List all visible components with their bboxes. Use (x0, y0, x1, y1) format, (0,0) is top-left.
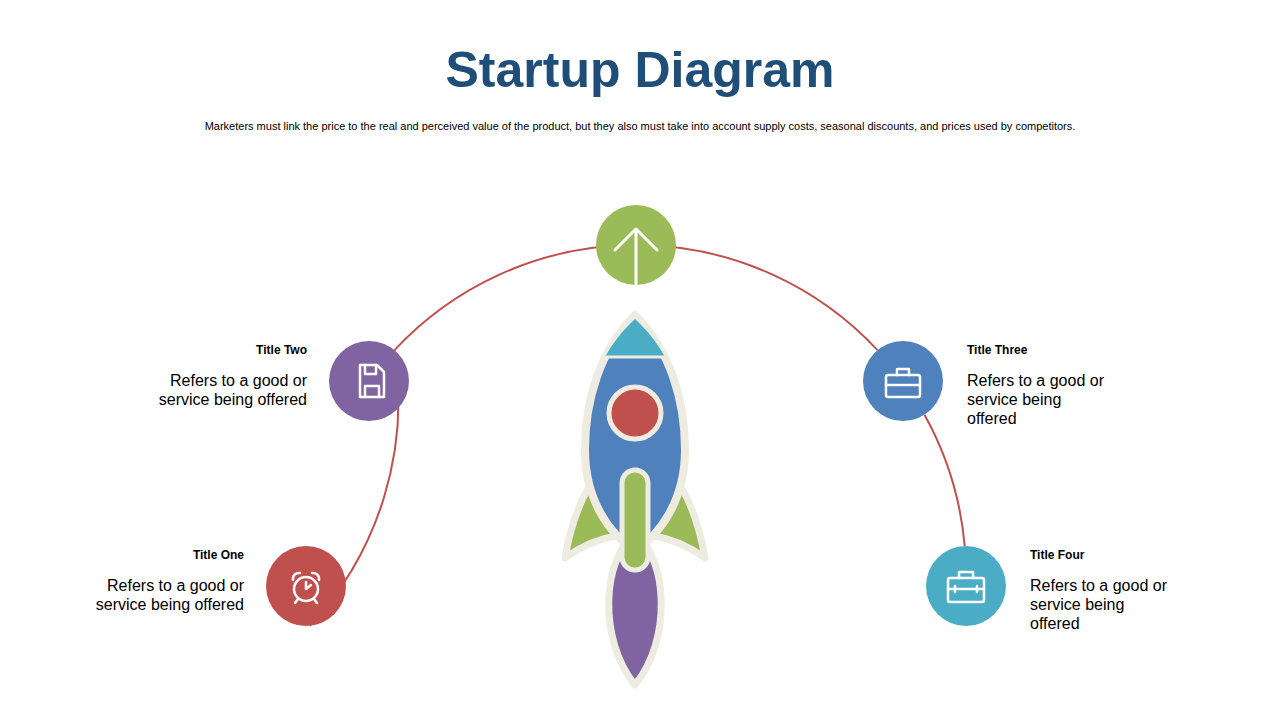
arc-connector (924, 415, 964, 546)
step-circle-shape (266, 546, 346, 626)
top-circle (596, 205, 676, 285)
rocket-nose (605, 319, 665, 357)
step-heading: Title One (193, 548, 244, 562)
step-description: Refers to a good or service being offere… (1030, 576, 1175, 633)
step-circle-shape (926, 546, 1006, 626)
step-heading: Title Two (256, 343, 307, 357)
step-circle-node: Title OneRefers to a good or service bei… (266, 546, 346, 626)
step-heading: Title Four (1030, 548, 1084, 562)
rocket-flame (609, 535, 662, 685)
step-description: Refers to a good or service being offere… (967, 371, 1112, 428)
rocket-window (609, 387, 661, 439)
step-heading: Title Three (967, 343, 1027, 357)
step-circle-fill (926, 546, 1006, 626)
rocket-body (585, 315, 685, 550)
rocket-nose-seam (604, 356, 666, 359)
step-circle-node: Title TwoRefers to a good or service bei… (329, 341, 409, 421)
rocket-tube (622, 470, 648, 570)
rocket-illustration (565, 315, 705, 685)
arc-connector (394, 245, 877, 350)
step-circle-node: Title ThreeRefers to a good or service b… (863, 341, 943, 421)
rocket-fin (654, 468, 705, 558)
step-description: Refers to a good or service being offere… (142, 371, 307, 409)
step-circle-node: Title FourRefers to a good or service be… (926, 546, 1006, 626)
top-arrow-circle (596, 205, 676, 285)
step-circle-fill (863, 341, 943, 421)
step-circle-shape (863, 341, 943, 421)
diagram-title: Startup Diagram (0, 42, 1280, 98)
diagram-caption: Marketers must link the price to the rea… (90, 119, 1190, 133)
step-circle-fill (266, 546, 346, 626)
step-circle-fill (329, 341, 409, 421)
step-circle-shape (329, 341, 409, 421)
rocket-fin (565, 468, 616, 558)
step-description: Refers to a good or service being offere… (79, 576, 244, 614)
up-arrow-icon (615, 229, 657, 285)
